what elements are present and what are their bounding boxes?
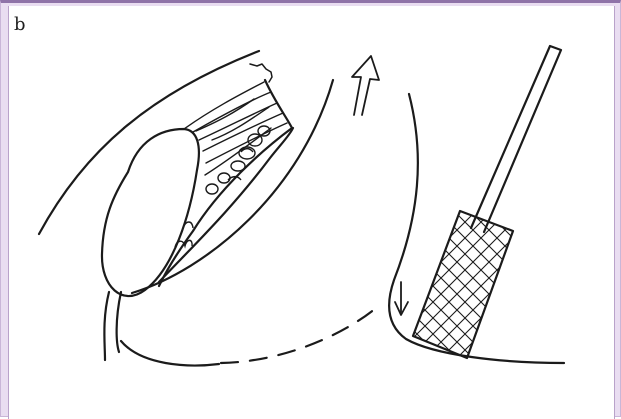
curved-tissue-surface [39, 51, 259, 234]
cluster-cells [175, 126, 270, 247]
lower-contour [121, 341, 219, 365]
anatomical-diagram [9, 6, 614, 419]
frayed-edge [250, 64, 272, 82]
cystic-oval-structure [102, 129, 199, 296]
upward-arrow [352, 56, 379, 115]
duct-line-right [117, 292, 121, 352]
probe-handle [471, 46, 561, 232]
figure-panel: b [8, 6, 615, 419]
probe-crosshatched-head [413, 211, 513, 358]
dashed-arc [221, 308, 376, 363]
duct-line-left [104, 292, 109, 360]
inner-tissue-wall [159, 128, 293, 282]
